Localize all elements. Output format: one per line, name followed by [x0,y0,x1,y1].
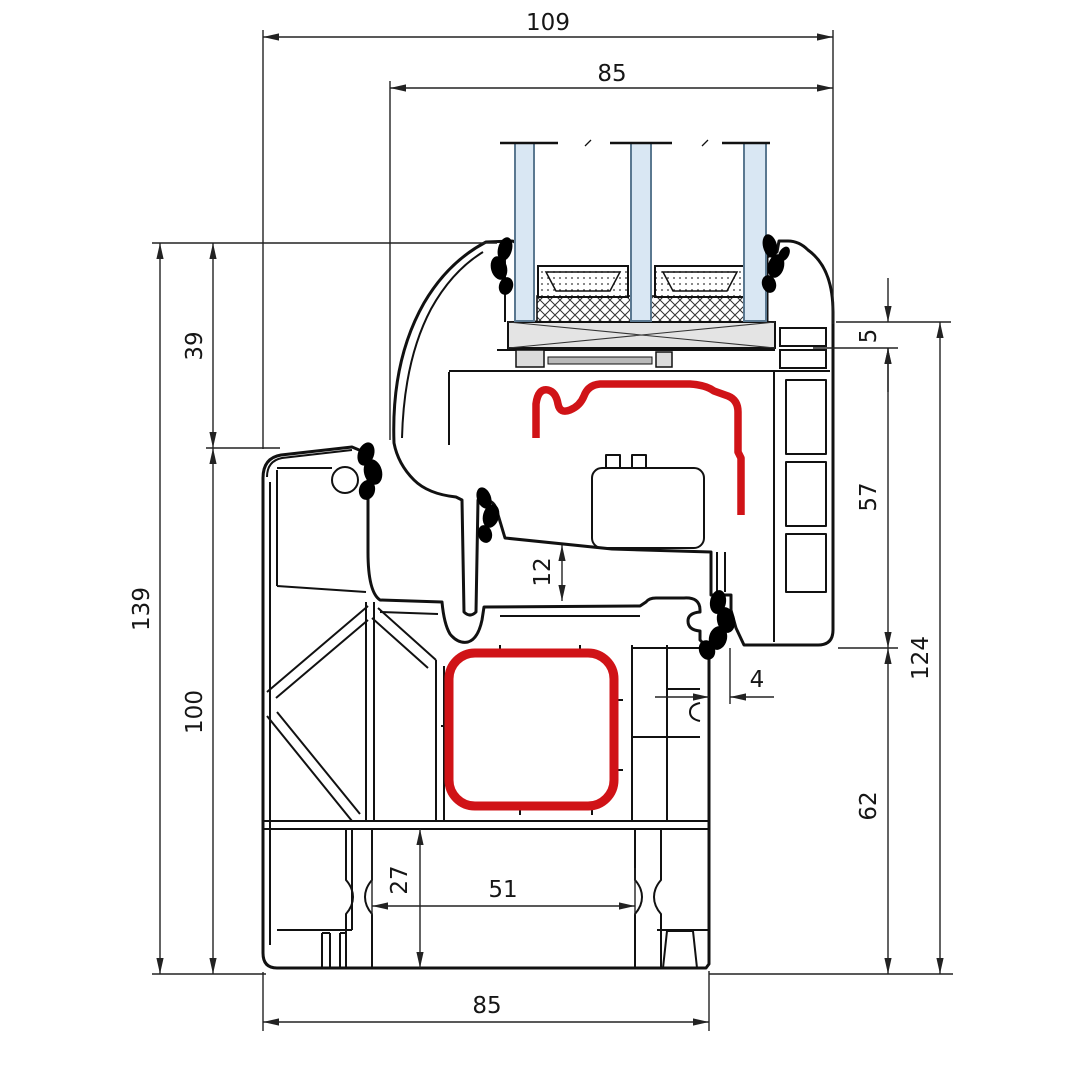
steel-reinforcement-red [444,648,619,811]
sash-chambers [401,251,830,642]
dimension-139: 139 [129,242,497,975]
dimension-label-109: 109 [526,10,570,36]
glass-panes [500,139,770,322]
frame-profile [261,445,711,970]
dimension-4: 4 [655,648,774,704]
glazing [497,139,827,369]
dimension-label-27: 27 [387,865,413,894]
glass-pane [630,142,652,322]
dimension-51: 51 [371,850,636,915]
dimension-109: 109 [262,10,834,449]
dimension-label-62: 62 [856,791,882,820]
dimension-85-bottom: 85 [262,971,710,1031]
dimension-label-39: 39 [182,331,208,360]
spacer-bar [654,265,746,298]
dimension-27: 27 [387,829,424,968]
seal-frame-top [357,442,383,500]
dimension-label-12: 12 [530,557,556,586]
frame-chambers [263,449,709,969]
dimension-label-100: 100 [182,690,208,734]
dimension-label-5: 5 [856,329,882,344]
dimension-124: 124 [908,322,944,974]
seal-frame-upstand [698,590,736,660]
frame-outline [261,445,711,970]
dimension-label-139: 139 [129,587,155,631]
dimension-label-85-top: 85 [597,61,626,87]
dimension-label-85-bottom: 85 [472,993,501,1019]
dimension-85-top: 85 [389,61,833,440]
seal-glazing-left [490,237,514,295]
dimension-label-51: 51 [488,877,517,903]
seal-sash-center [476,487,500,543]
glazing-packer [507,321,776,349]
seals [357,234,790,660]
spacer-bar [537,265,629,298]
glazing-bead [497,327,827,369]
highlights [441,380,745,815]
glass-pane [514,142,535,322]
glass-pane [743,142,767,322]
dimension-57: 57 [838,348,898,649]
dimension-39: 39 [182,243,280,449]
dimension-label-4: 4 [750,667,765,693]
dimension-12: 12 [530,545,566,601]
dimension-label-124: 124 [908,636,934,680]
dimension-label-57: 57 [856,482,882,511]
seal-glazing-right [761,234,790,293]
dimension-100: 100 [182,448,217,974]
dimension-62: 62 [709,648,953,975]
gasket-red [532,380,745,515]
